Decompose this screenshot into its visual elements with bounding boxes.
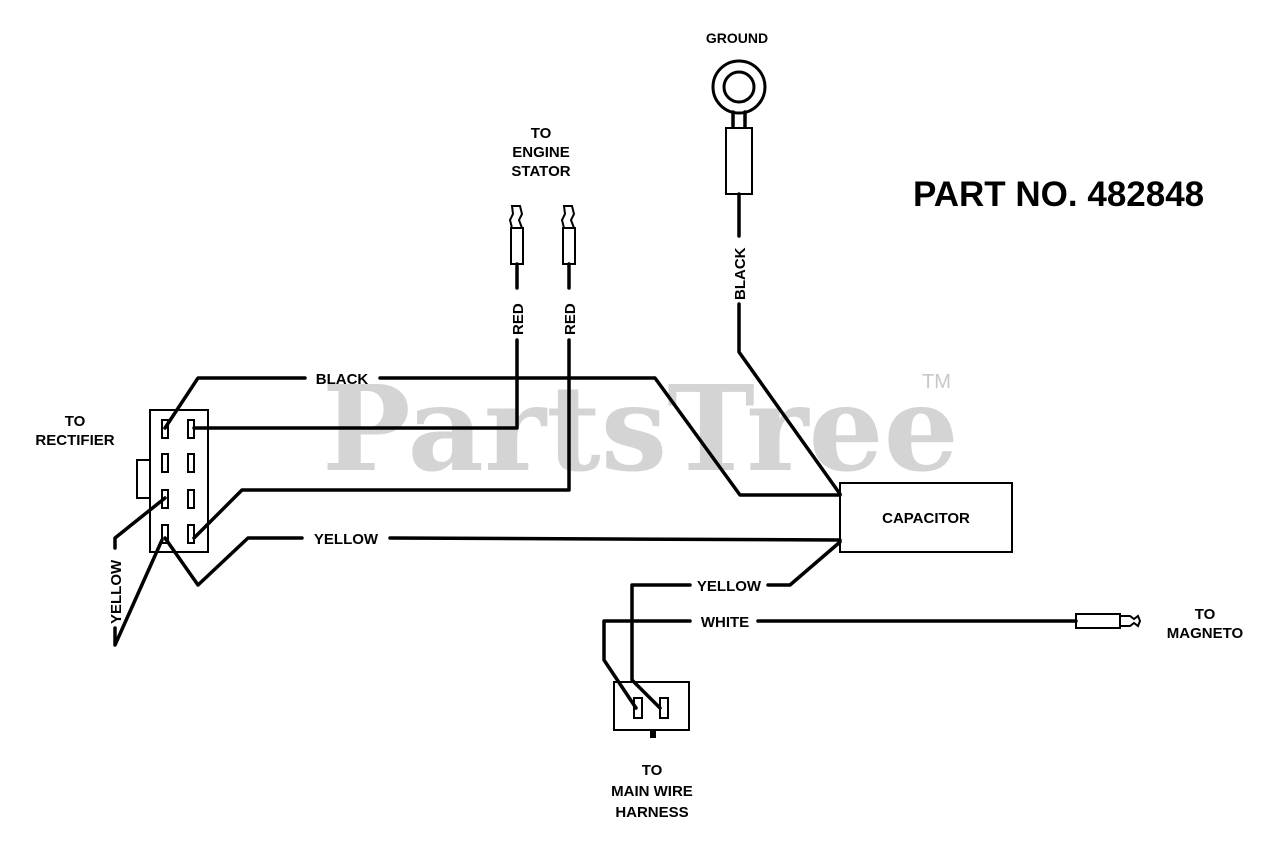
wire-label-white: WHITE	[701, 614, 749, 631]
wire-black-ground	[737, 192, 842, 496]
trademark: TM	[922, 371, 951, 393]
part-number: PART NO. 482848	[913, 175, 1204, 214]
wire-label-yellow-mid: YELLOW	[314, 531, 379, 548]
wire-label-yellow-left: YELLOW	[108, 559, 125, 624]
magneto-label-line2: MAGNETO	[1167, 625, 1244, 642]
stator-label-line3: STATOR	[511, 163, 570, 180]
stator-label-line2: ENGINE	[512, 144, 570, 161]
harness-label-line1: TO	[642, 762, 663, 779]
wire-red-right	[192, 262, 571, 540]
wire-yellow-left	[113, 496, 167, 647]
harness-label-line3: HARNESS	[615, 804, 688, 821]
wire-label-black-ground: BLACK	[732, 247, 749, 300]
wire-label-black-top: BLACK	[316, 371, 369, 388]
magneto-terminal	[1075, 613, 1142, 629]
stator-label-line1: TO	[531, 125, 552, 142]
magneto-label-line1: TO	[1195, 606, 1216, 623]
wire-yellow-cap	[630, 540, 842, 710]
wire-red-left	[192, 262, 519, 430]
wire-label-red-right: RED	[562, 303, 579, 335]
wire-label-yellow-cap: YELLOW	[697, 578, 762, 595]
capacitor-label: CAPACITOR	[882, 510, 970, 527]
wire-black-top	[163, 376, 842, 497]
rectifier-label-line1: TO	[65, 413, 86, 430]
ground-terminal	[711, 59, 767, 195]
wire-white	[602, 619, 1078, 710]
stator-terminals	[508, 205, 576, 265]
wire-label-red-left: RED	[510, 303, 527, 335]
harness-label-line2: MAIN WIRE	[611, 783, 693, 800]
wire-yellow-mid	[163, 536, 842, 587]
ground-label: GROUND	[706, 30, 768, 46]
rectifier-label-line2: RECTIFIER	[35, 432, 114, 449]
rectifier-connector	[136, 409, 209, 553]
capacitor-box	[839, 482, 1013, 553]
harness-connector	[613, 681, 690, 738]
